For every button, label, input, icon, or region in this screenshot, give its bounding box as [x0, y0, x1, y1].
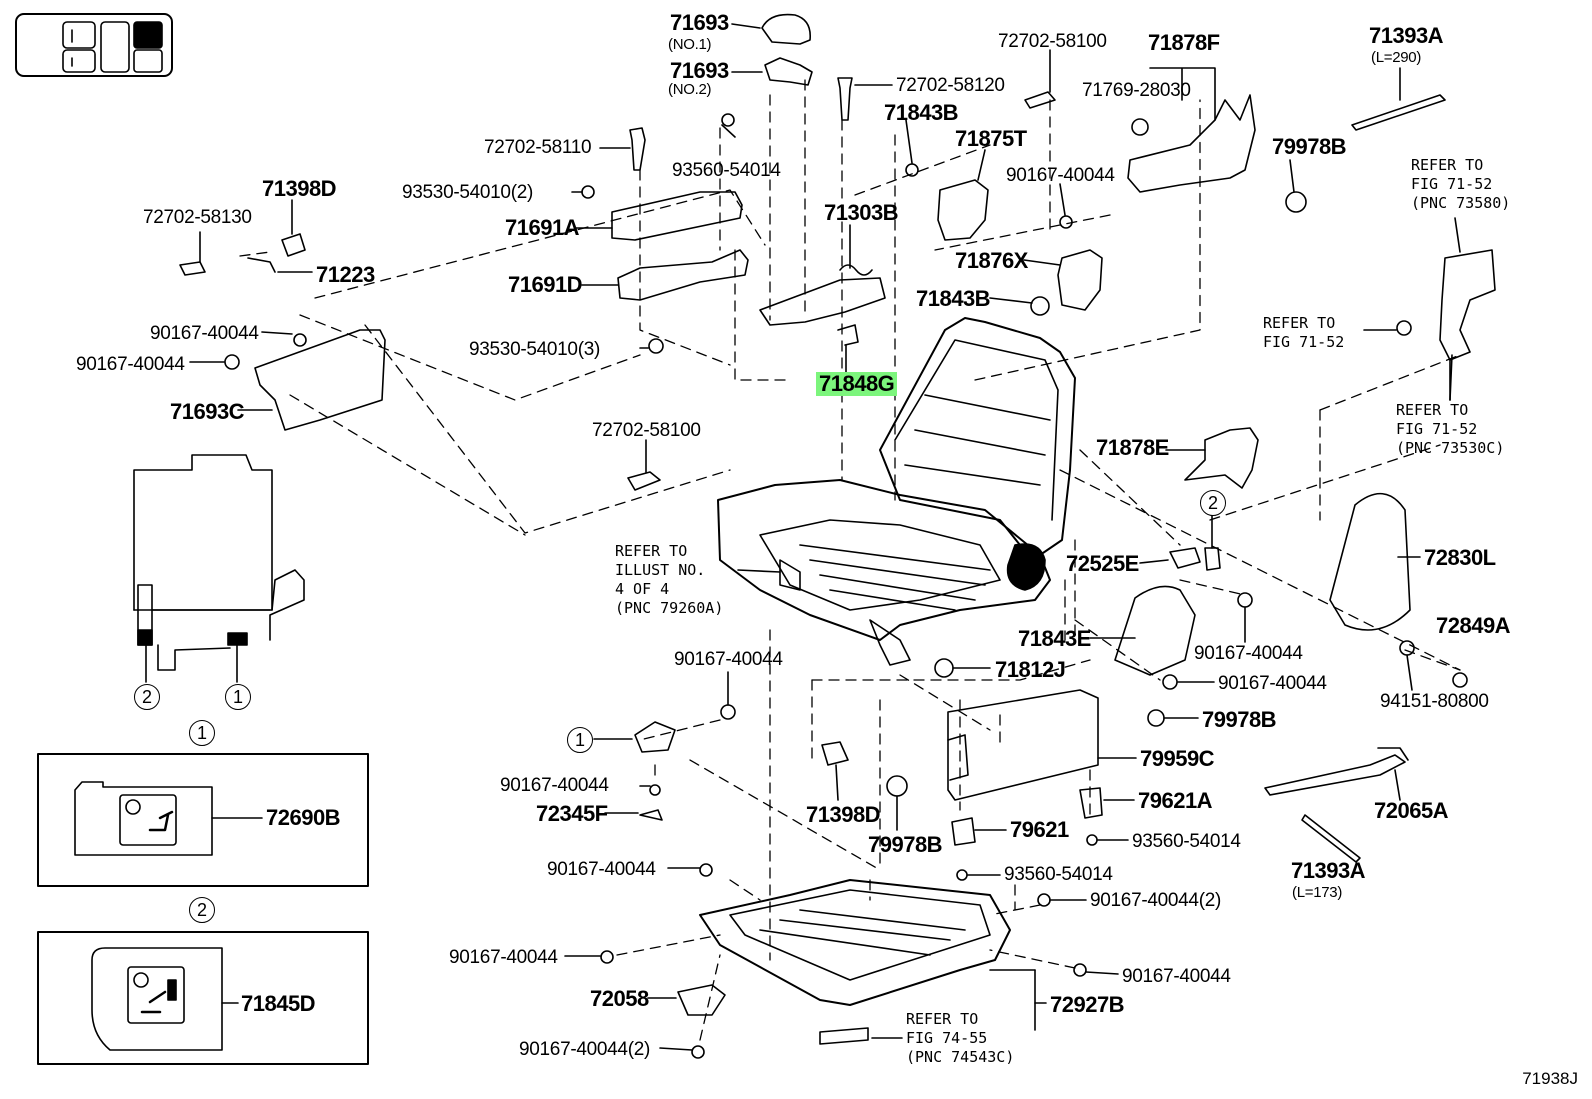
part-number-label[interactable]: 71693	[670, 58, 729, 83]
detail-box-1	[37, 753, 369, 887]
callout-circle: 2	[134, 684, 160, 710]
part-number-label[interactable]: 71843B	[916, 286, 991, 311]
part-number-label[interactable]: 90167-40044	[449, 947, 558, 968]
part-number-label[interactable]: 79959C	[1140, 746, 1215, 771]
reference-note[interactable]: REFER TO FIG 71-52 (PNC 73530C)	[1396, 401, 1505, 457]
part-number-label[interactable]: 93560-54014	[1004, 864, 1113, 885]
part-number-label[interactable]: 71223	[316, 262, 375, 287]
part-number-label[interactable]: 90167-40044	[674, 649, 783, 670]
part-number-label[interactable]: 90167-40044	[1194, 643, 1303, 664]
part-number-label[interactable]: 72702-58110	[484, 137, 592, 158]
part-number-label[interactable]: 71303B	[824, 200, 899, 225]
part-number-label[interactable]: 71876X	[955, 248, 1028, 273]
part-number-label[interactable]: 71845D	[241, 991, 316, 1016]
callout-circle: 1	[567, 727, 593, 753]
part-number-label[interactable]: 93530-54010(2)	[402, 182, 534, 203]
figure-number: 71938J	[1522, 1069, 1578, 1088]
part-number-label[interactable]: 90167-40044	[1122, 966, 1231, 987]
part-number-label[interactable]: 71691A	[505, 215, 580, 240]
part-number-label[interactable]: 71812J	[995, 657, 1066, 682]
part-number-label: (L=173)	[1292, 884, 1343, 901]
part-number-label[interactable]: 79978B	[868, 832, 943, 857]
callout-circle: 2	[189, 897, 215, 923]
part-number-label: (NO.1)	[668, 36, 712, 53]
part-number-label[interactable]: 90167-40044	[1218, 673, 1327, 694]
part-number-label[interactable]: 79978B	[1202, 707, 1277, 732]
part-number-label[interactable]: 90167-40044(2)	[1090, 890, 1222, 911]
part-number-label[interactable]: 71878E	[1096, 435, 1169, 460]
parts-drawings	[179, 13, 1496, 1059]
part-number-label[interactable]: 72690B	[266, 805, 341, 830]
part-number-label[interactable]: 93530-54010(3)	[469, 339, 601, 360]
part-number-label[interactable]: 90167-40044	[1006, 165, 1115, 186]
part-number-label[interactable]: 90167-40044	[76, 354, 185, 375]
part-number-label: (L=290)	[1371, 49, 1422, 66]
part-number-label[interactable]: 72525E	[1066, 551, 1139, 576]
part-number-label[interactable]: 71843E	[1018, 626, 1091, 651]
part-number-label[interactable]: 71878F	[1148, 30, 1220, 55]
part-number-label[interactable]: 72058	[590, 986, 649, 1011]
callout-circle: 1	[189, 720, 215, 746]
reference-note[interactable]: REFER TO FIG 71-52 (PNC 73580)	[1411, 156, 1511, 212]
part-number-label[interactable]: 72927B	[1050, 992, 1125, 1017]
part-number-label[interactable]: 72849A	[1436, 613, 1511, 638]
part-number-label[interactable]: 90167-40044	[150, 323, 259, 344]
part-number-label[interactable]: 72702-58130	[143, 207, 252, 228]
part-number-label[interactable]: 72065A	[1374, 798, 1449, 823]
part-number-label[interactable]: 71843B	[884, 100, 959, 125]
callout-circle: 2	[1200, 490, 1226, 516]
assembly-leader-lines	[239, 79, 1461, 1041]
part-number-label[interactable]: 90167-40044	[547, 859, 656, 880]
part-number-label[interactable]: 72345F	[536, 801, 608, 826]
part-number-label[interactable]: 90167-40044(2)	[519, 1039, 651, 1060]
part-number-label[interactable]: 71393A	[1291, 858, 1366, 883]
part-number-label[interactable]: 71875T	[955, 126, 1027, 151]
part-number-label[interactable]: 71398D	[806, 802, 881, 827]
part-number-label[interactable]: 79978B	[1272, 134, 1347, 159]
part-number-label[interactable]: 71769-28030	[1082, 80, 1191, 101]
seat-side-view-drawing	[133, 454, 305, 683]
part-number-label[interactable]: 72830L	[1424, 545, 1496, 570]
callout-circle: 1	[225, 684, 251, 710]
part-number-label[interactable]: 71848G	[816, 372, 898, 396]
part-number-label[interactable]: 72702-58100	[592, 420, 701, 441]
part-number-label[interactable]: 93560-54014	[672, 160, 781, 181]
part-number-label[interactable]: 90167-40044	[500, 775, 609, 796]
part-number-label[interactable]: 71693C	[170, 399, 245, 424]
reference-note[interactable]: REFER TO ILLUST NO. 4 OF 4 (PNC 79260A)	[615, 542, 724, 617]
detail-box-2	[37, 931, 369, 1065]
part-number-label[interactable]: 71398D	[262, 176, 337, 201]
part-number-label[interactable]: 93560-54014	[1132, 831, 1241, 852]
location-key-icon[interactable]	[15, 13, 173, 77]
part-number-label[interactable]: 71691D	[508, 272, 583, 297]
part-number-label[interactable]: 71693	[670, 10, 729, 35]
part-number-label: (NO.2)	[668, 81, 712, 98]
reference-note[interactable]: REFER TO FIG 74-55 (PNC 74543C)	[906, 1010, 1015, 1066]
reference-note[interactable]: REFER TO FIG 71-52	[1263, 314, 1345, 351]
part-number-label[interactable]: 79621	[1010, 817, 1069, 842]
part-number-label[interactable]: 71393A	[1369, 23, 1444, 48]
part-number-label[interactable]: 94151-80800	[1380, 691, 1489, 712]
part-number-label[interactable]: 72702-58120	[896, 75, 1005, 96]
part-number-label[interactable]: 79621A	[1138, 788, 1213, 813]
part-number-label[interactable]: 72702-58100	[998, 31, 1107, 52]
